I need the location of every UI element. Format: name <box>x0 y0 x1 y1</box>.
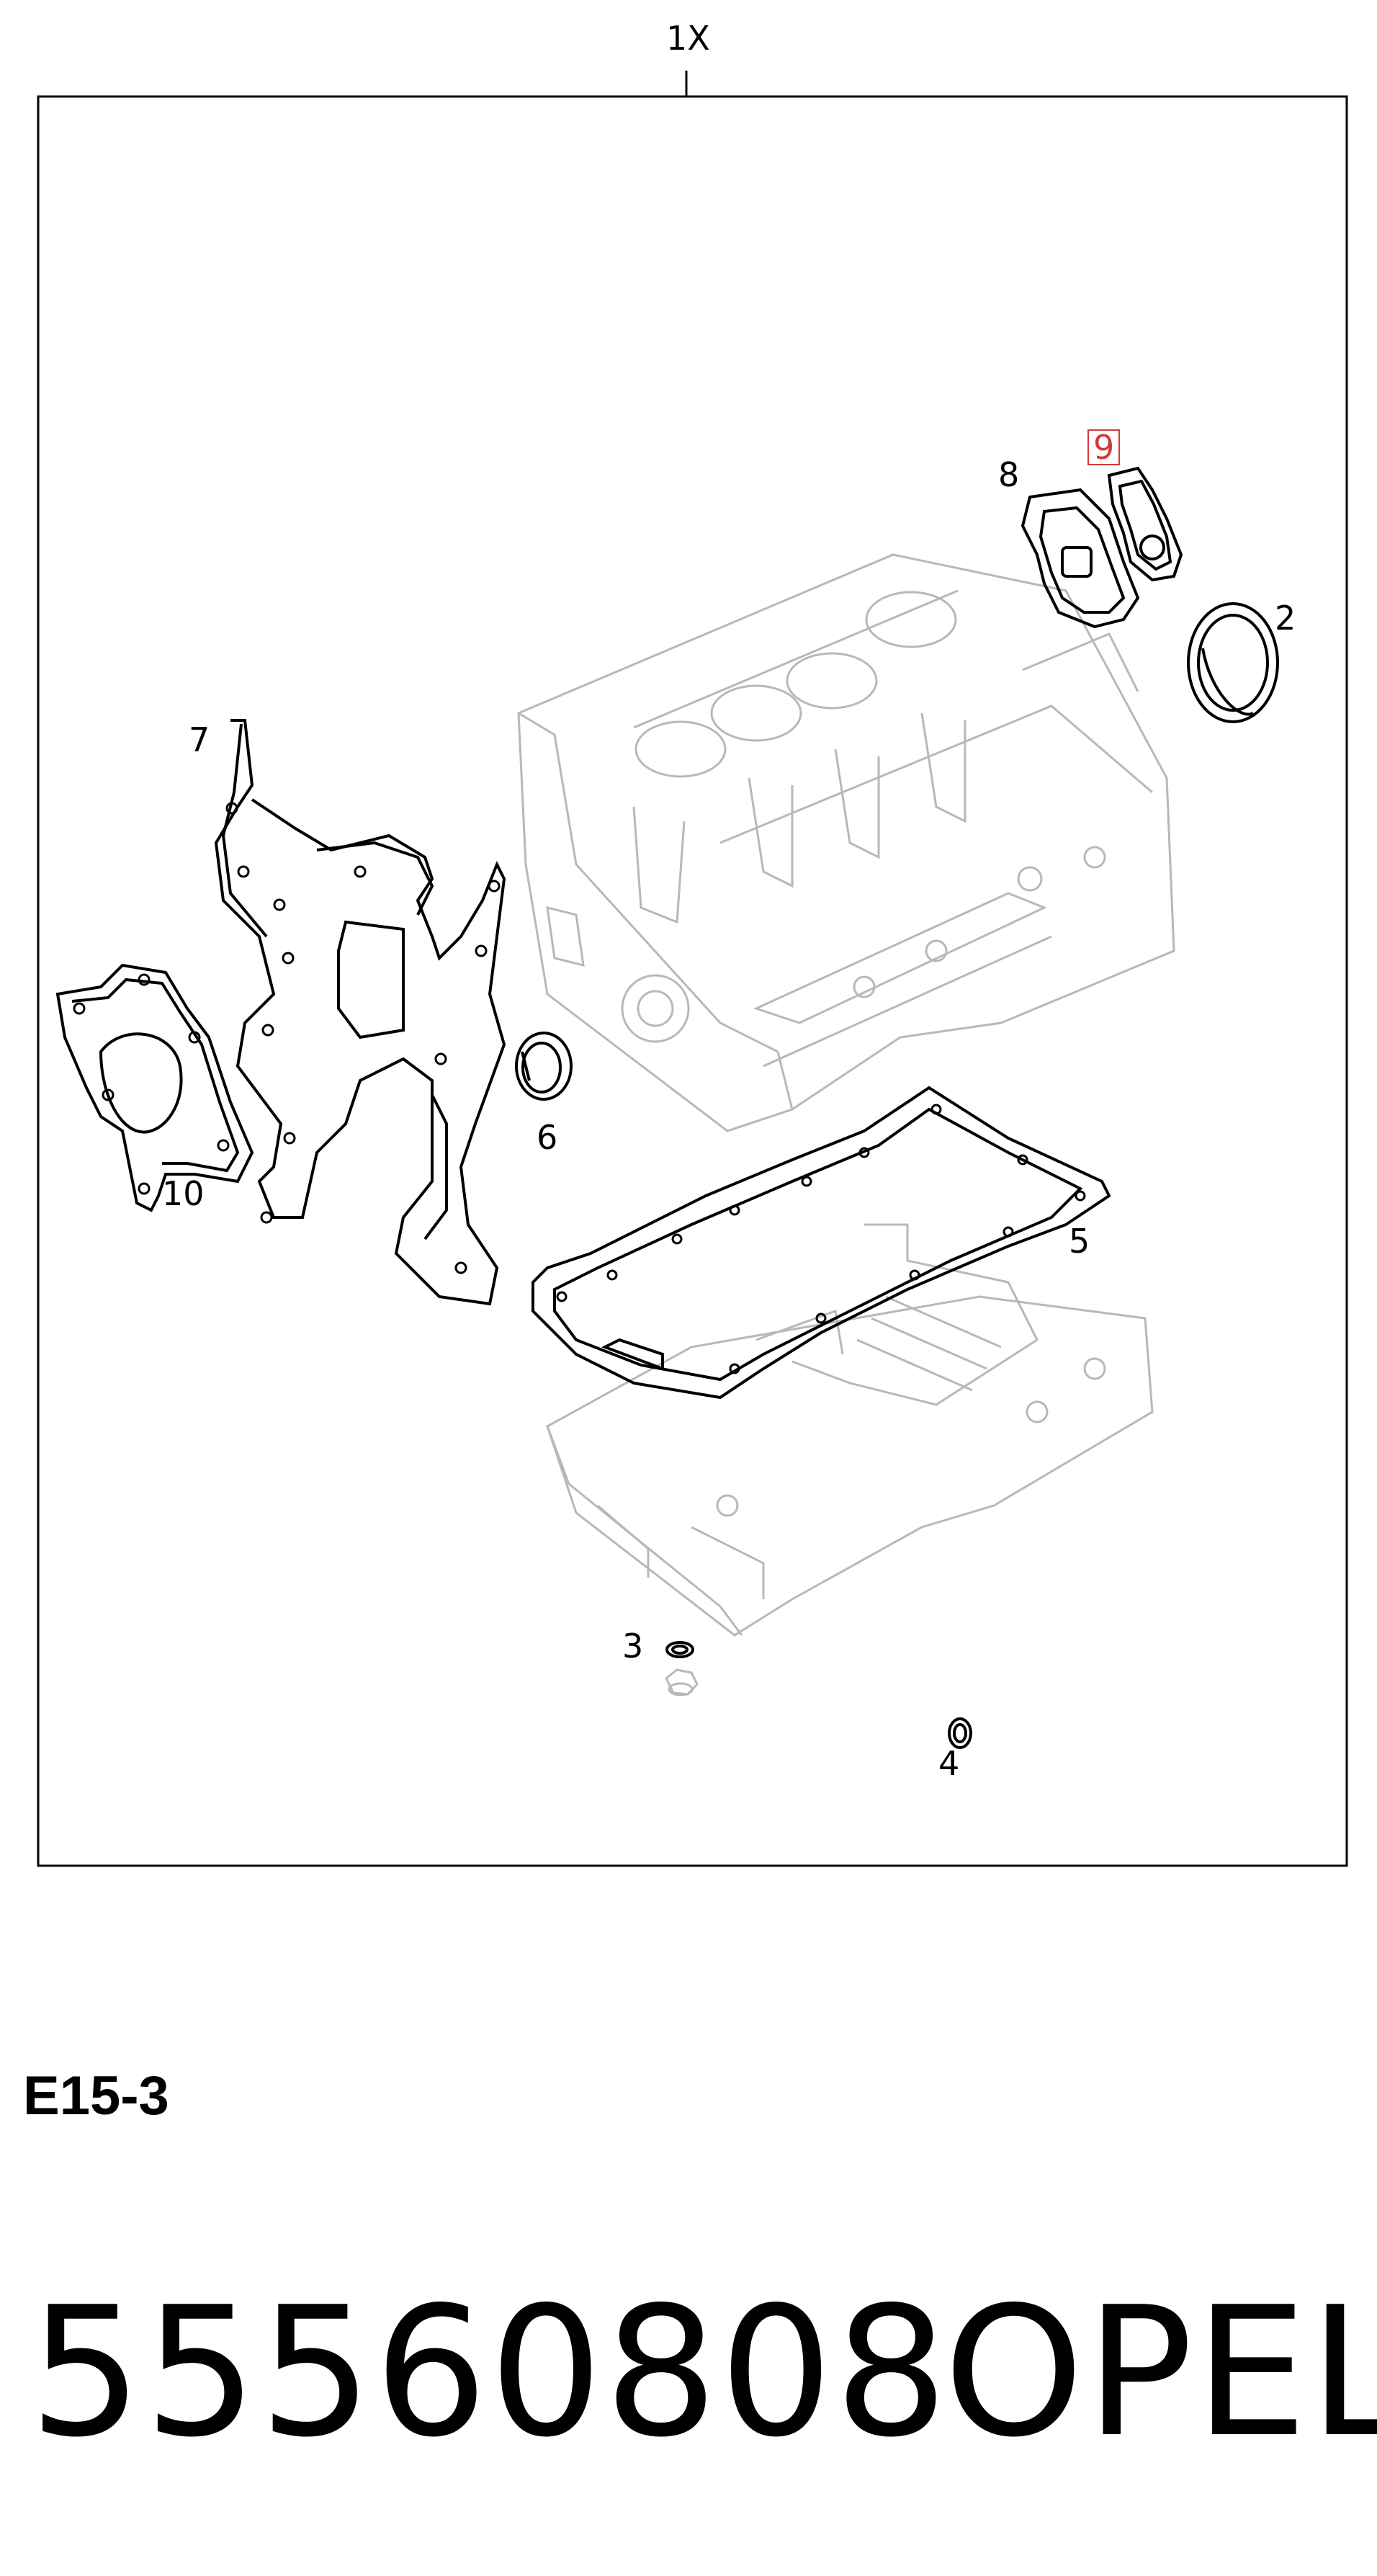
callout-2: 2 <box>1275 599 1296 638</box>
engine-block-ghost <box>517 553 1175 1132</box>
rear-crank-seal-drawing <box>1187 602 1279 723</box>
diagram-frame <box>37 95 1348 1867</box>
timing-cover-gasket-drawing <box>214 719 506 1306</box>
callout-10: 10 <box>162 1174 205 1213</box>
part-number: 55560808 <box>29 2269 950 2477</box>
oil-pan-gasket-drawing <box>531 1086 1111 1400</box>
callout-5: 5 <box>1069 1222 1090 1261</box>
timing-cover-gasket-holes <box>225 802 501 1274</box>
front-crank-seal-drawing <box>515 1032 573 1101</box>
oil-pan-ghost <box>546 1223 1154 1637</box>
drain-plug-washer-drawing <box>665 1641 694 1658</box>
drain-plug-drawing <box>665 1668 699 1696</box>
water-pump-gasket-holes <box>73 973 230 1195</box>
callout-4: 4 <box>938 1744 960 1783</box>
brand-name: OPEL <box>943 2269 1377 2477</box>
oil-pan-gasket-holes <box>556 1104 1086 1374</box>
callout-8: 8 <box>998 455 1020 494</box>
o-ring-drawing <box>948 1717 972 1749</box>
oil-cooler-gasket-drawing <box>1021 488 1140 629</box>
water-pump-gasket-drawing <box>55 963 254 1212</box>
kit-quantity-label: 1X <box>666 19 710 58</box>
callout-9-highlighted: 9 <box>1087 429 1121 465</box>
callout-6: 6 <box>537 1118 558 1157</box>
callout-7: 7 <box>189 720 210 759</box>
callout-3: 3 <box>622 1627 644 1665</box>
engine-code-heading: E15-3 <box>23 2065 169 2126</box>
oil-filter-housing-gasket-drawing <box>1107 466 1183 582</box>
